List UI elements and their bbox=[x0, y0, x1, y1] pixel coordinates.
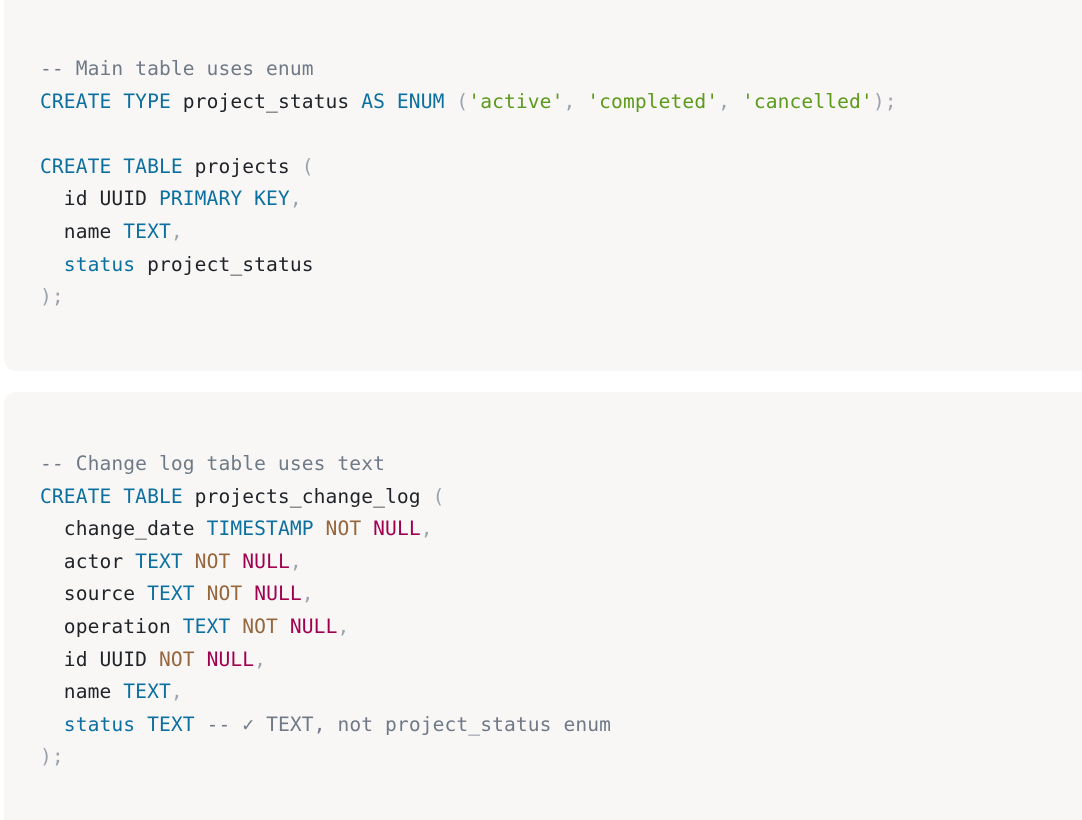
code-token: PRIMARY KEY bbox=[158, 187, 290, 211]
code-token bbox=[230, 615, 242, 638]
code-line: change_date TIMESTAMP NOT NULL, bbox=[40, 513, 1082, 546]
code-line bbox=[40, 118, 1082, 151]
code-token: , bbox=[170, 219, 183, 243]
code-token bbox=[135, 713, 147, 736]
code-line: CREATE TABLE projects ( bbox=[40, 151, 1082, 184]
code-token: , bbox=[254, 647, 267, 671]
code-token: -- Main table uses enum bbox=[40, 57, 314, 80]
code-token bbox=[195, 582, 207, 605]
code-token: NOT bbox=[325, 517, 362, 541]
code-token bbox=[278, 615, 290, 638]
code-token: NOT bbox=[206, 582, 243, 606]
code-token bbox=[40, 253, 64, 276]
code-line: actor TEXT NOT NULL, bbox=[40, 546, 1082, 579]
code-token: , bbox=[289, 549, 302, 573]
code-token: NULL bbox=[254, 582, 302, 606]
code-token bbox=[230, 550, 242, 573]
code-token: project_status bbox=[135, 252, 314, 276]
code-line: CREATE TABLE projects_change_log ( bbox=[40, 481, 1082, 514]
code-token: NOT bbox=[242, 614, 278, 638]
code-line: -- Main table uses enum bbox=[40, 53, 1082, 86]
code-token: , bbox=[718, 89, 742, 113]
code-token: ( bbox=[301, 154, 314, 178]
code-token: , bbox=[301, 582, 314, 606]
code-token: TEXT bbox=[123, 219, 171, 243]
code-line: status TEXT -- ✓ TEXT, not project_statu… bbox=[40, 709, 1082, 742]
code-token: TIMESTAMP bbox=[206, 517, 314, 541]
code-token: TEXT bbox=[135, 549, 183, 573]
code-line: source TEXT NOT NULL, bbox=[40, 578, 1082, 611]
code-token: name bbox=[40, 680, 124, 704]
code-token bbox=[195, 648, 207, 671]
code-token: status bbox=[63, 252, 136, 276]
code-token: -- Change log table uses text bbox=[40, 452, 385, 475]
code-token: projects bbox=[182, 154, 302, 178]
code-token: source bbox=[40, 582, 148, 606]
code-token bbox=[314, 517, 326, 540]
code-token: NOT bbox=[158, 647, 195, 671]
code-token: project_status bbox=[170, 89, 362, 113]
code-token: NULL bbox=[206, 647, 255, 671]
code-token: name bbox=[40, 219, 124, 243]
code-line: -- Change log table uses text bbox=[40, 448, 1082, 481]
code-token: ( bbox=[444, 89, 469, 113]
code-token: ); bbox=[40, 285, 64, 309]
code-token: TEXT bbox=[147, 712, 195, 736]
code-token: TEXT bbox=[182, 614, 231, 638]
code-token: NULL bbox=[289, 614, 338, 638]
code-token: ( bbox=[432, 484, 445, 508]
code-token bbox=[242, 582, 254, 605]
code-token bbox=[361, 517, 373, 540]
code-token: NULL bbox=[242, 549, 290, 573]
code-token: operation bbox=[40, 614, 183, 638]
code-token: AS ENUM bbox=[361, 89, 445, 113]
code-line: id UUID PRIMARY KEY, bbox=[40, 183, 1082, 216]
code-token: , bbox=[420, 517, 433, 541]
code-line: operation TEXT NOT NULL, bbox=[40, 611, 1082, 644]
code-line: name TEXT, bbox=[40, 676, 1082, 709]
code-token: ); bbox=[872, 89, 897, 113]
code-token: 'cancelled' bbox=[741, 89, 873, 113]
code-line: ); bbox=[40, 281, 1082, 314]
code-token: actor bbox=[40, 549, 136, 573]
code-token: , bbox=[289, 187, 302, 211]
code-token: 'completed' bbox=[587, 89, 719, 113]
code-token: id UUID bbox=[40, 647, 159, 671]
code-token: CREATE TABLE bbox=[40, 484, 183, 508]
code-token: CREATE TABLE bbox=[40, 154, 183, 178]
code-token: NOT bbox=[194, 549, 231, 573]
code-token: change_date bbox=[40, 517, 207, 541]
code-line: ); bbox=[40, 741, 1082, 774]
code-token: projects_change_log bbox=[182, 484, 433, 508]
code-token: TEXT bbox=[147, 582, 195, 606]
code-token: NULL bbox=[373, 517, 421, 541]
code-token: -- ✓ TEXT, not project_status enum bbox=[194, 712, 612, 736]
code-line: CREATE TYPE project_status AS ENUM ('act… bbox=[40, 86, 1082, 119]
code-token: id UUID bbox=[40, 187, 159, 211]
code-token bbox=[183, 550, 195, 573]
code-token: , bbox=[563, 89, 588, 113]
code-line: id UUID NOT NULL, bbox=[40, 644, 1082, 677]
code-token bbox=[40, 713, 64, 736]
code-token: CREATE TYPE bbox=[40, 89, 171, 113]
code-token: 'active' bbox=[468, 89, 564, 113]
code-token: , bbox=[337, 614, 350, 638]
code-token: ); bbox=[40, 745, 64, 769]
code-line: name TEXT, bbox=[40, 216, 1082, 249]
code-token: status bbox=[63, 712, 136, 736]
code-token: , bbox=[170, 680, 183, 704]
code-line: status project_status bbox=[40, 249, 1082, 282]
code-token: TEXT bbox=[123, 680, 171, 704]
